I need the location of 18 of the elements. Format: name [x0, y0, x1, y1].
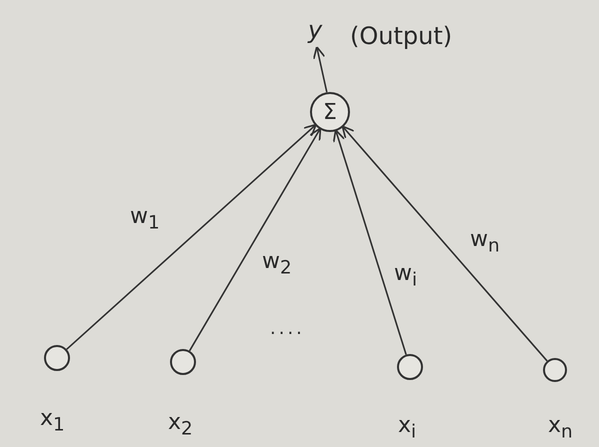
input-node-circle [44, 345, 70, 371]
input-node-circle [170, 349, 196, 375]
node-caption: x$_{i}$ [398, 415, 416, 442]
node-caption: (Output) [350, 24, 452, 48]
arrow [188, 127, 322, 352]
node-label: Σ [323, 100, 337, 124]
summation-circle [310, 92, 350, 132]
node-caption: x$_{n}$ [548, 415, 573, 442]
arrow [312, 46, 328, 92]
node-caption: x$_{1}$ [40, 408, 65, 435]
arrow [332, 129, 407, 355]
output-label: y [306, 16, 332, 50]
ellipsis-dots: .... [270, 318, 305, 339]
input-node-circle [397, 354, 423, 380]
arrow [66, 124, 317, 350]
arrow [342, 125, 548, 362]
node-caption: x$_{2}$ [168, 412, 193, 439]
input-node-circle [543, 358, 567, 382]
